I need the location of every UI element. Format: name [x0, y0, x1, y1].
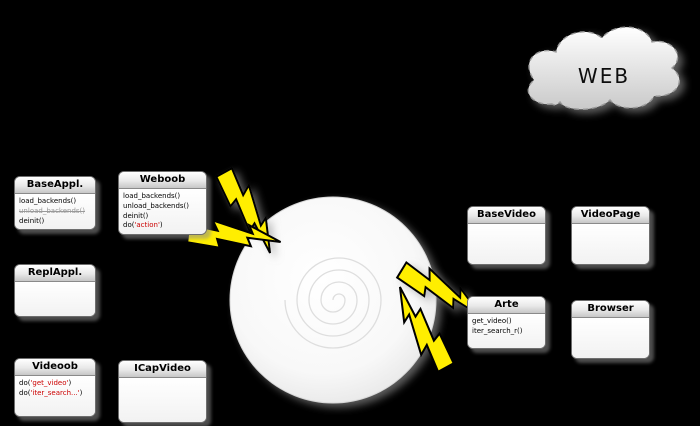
- method-text: unload_backends(): [123, 201, 190, 210]
- class-box-basevideo: BaseVideo: [467, 206, 546, 265]
- method-string-arg: 'get_video': [30, 379, 69, 387]
- class-title-arte: Arte: [468, 297, 545, 314]
- cloud-label: WEB: [578, 64, 630, 88]
- class-body-baseappl: load_backends() unload_backends() deinit…: [15, 194, 95, 230]
- method-text: iter_search_r(): [472, 326, 523, 335]
- class-body-basevideo: [468, 224, 545, 264]
- method-text: ): [68, 379, 72, 387]
- class-title-weboob: Weboob: [119, 172, 206, 189]
- web-cloud: WEB: [527, 26, 680, 110]
- class-box-weboob: Weboob load_backends() unload_backends()…: [118, 171, 207, 236]
- class-box-icapvideo: ICapVideo: [118, 360, 207, 423]
- class-title-browser: Browser: [572, 301, 649, 318]
- method-string-arg: 'iter_search...': [30, 388, 80, 397]
- method-text: load_backends(): [19, 197, 77, 205]
- method-line-deprecated: unload_backends(): [19, 207, 91, 217]
- method-text: do(: [19, 388, 31, 397]
- method-line: deinit(): [19, 217, 91, 227]
- method-text: get_video(): [472, 317, 512, 325]
- class-body-replappl: [15, 282, 95, 316]
- method-text: deinit(): [19, 216, 45, 225]
- method-text: unload_backends(): [19, 206, 86, 215]
- class-body-icapvideo: [119, 378, 206, 422]
- method-line: deinit(): [123, 212, 202, 222]
- method-line: do('action'): [123, 221, 202, 231]
- class-title-baseappl: BaseAppl.: [15, 177, 95, 194]
- class-title-basevideo: BaseVideo: [468, 207, 545, 224]
- method-text: ): [79, 388, 83, 397]
- method-string-arg: 'action': [134, 221, 160, 230]
- method-line: iter_search_r(): [472, 327, 541, 337]
- class-box-arte: Arte get_video() iter_search_r(): [467, 296, 546, 349]
- class-box-baseappl: BaseAppl. load_backends() unload_backend…: [14, 176, 96, 231]
- class-body-arte: get_video() iter_search_r(): [468, 314, 545, 348]
- method-text: ): [159, 221, 163, 230]
- method-text: deinit(): [123, 211, 149, 220]
- method-line: do('iter_search...'): [19, 389, 91, 399]
- method-line: load_backends(): [123, 192, 202, 202]
- class-box-videopage: VideoPage: [571, 206, 650, 265]
- cloud-shape-icon: [527, 26, 680, 110]
- method-line: load_backends(): [19, 197, 91, 207]
- class-body-videoob: do('get_video') do('iter_search...'): [15, 376, 95, 416]
- method-line: get_video(): [472, 317, 541, 327]
- class-box-videoob: Videoob do('get_video') do('iter_search.…: [14, 358, 96, 417]
- spiral-icon: [284, 257, 382, 349]
- class-body-browser: [572, 318, 649, 358]
- method-line: unload_backends(): [123, 202, 202, 212]
- class-title-replappl: ReplAppl.: [15, 265, 95, 282]
- class-body-weboob: load_backends() unload_backends() deinit…: [119, 189, 206, 235]
- class-title-icapvideo: ICapVideo: [119, 361, 206, 378]
- class-title-videoob: Videoob: [15, 359, 95, 376]
- method-line: do('get_video'): [19, 379, 91, 389]
- class-title-videopage: VideoPage: [572, 207, 649, 224]
- method-text: do(: [123, 221, 135, 230]
- class-body-videopage: [572, 224, 649, 264]
- class-box-browser: Browser: [571, 300, 650, 359]
- method-text: load_backends(): [123, 192, 181, 200]
- class-box-replappl: ReplAppl.: [14, 264, 96, 317]
- method-text: do(: [19, 379, 31, 387]
